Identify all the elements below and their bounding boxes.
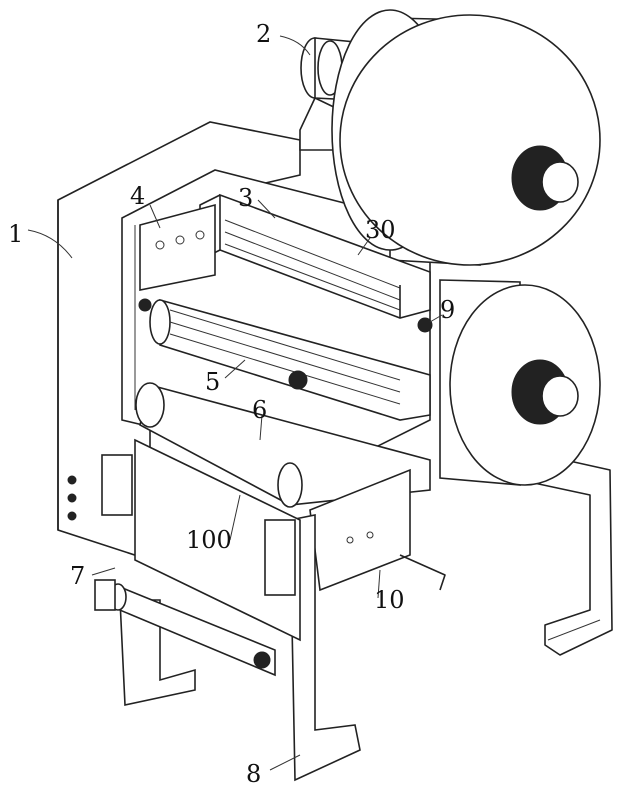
label-6: 6 [252,396,268,424]
lower-frame-legs [67,438,361,782]
label-5: 5 [205,368,221,396]
label-2: 2 [256,20,272,48]
label-9: 9 [440,296,456,324]
label-30: 30 [365,216,396,244]
middle-beam [149,298,431,421]
leader-lines [27,35,443,771]
label-4: 4 [130,182,146,210]
label-7: 7 [70,562,86,590]
lower-material-roll [439,279,601,486]
label-100: 100 [186,526,232,554]
lower-housing [309,468,446,592]
label-8: 8 [246,760,262,788]
label-1: 1 [8,220,24,248]
label-3: 3 [238,184,254,212]
upper-beam [199,193,431,319]
right-support-bracket [519,449,613,656]
label-10: 10 [374,586,405,614]
upper-material-roll [331,9,601,266]
